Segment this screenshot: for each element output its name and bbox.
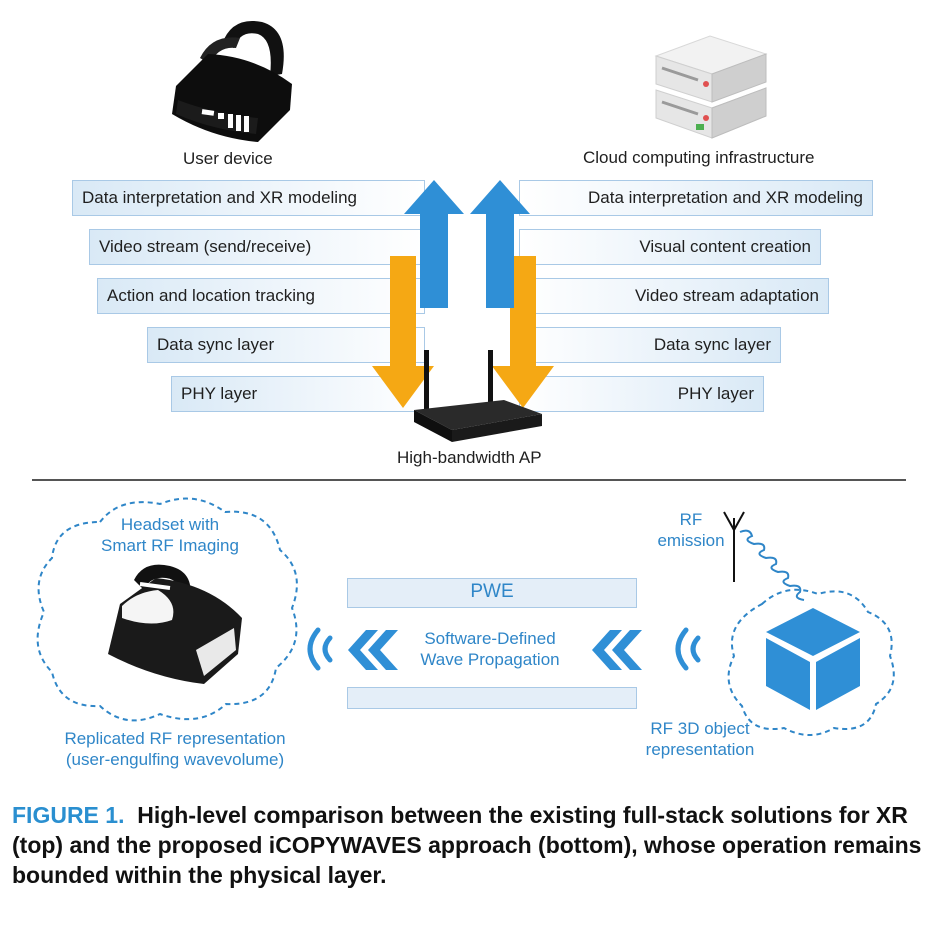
orange-down-arrow-left [372,256,434,408]
orange-down-arrow-right [492,256,554,408]
replicated-rf-line2: (user-engulfing wavevolume) [65,750,285,769]
pwe-bottom-panel [347,687,637,709]
right-layer-label: Data sync layer [653,335,771,354]
right-layer-label: Data interpretation and XR modeling [588,188,863,207]
rf-emission-line2: emission [657,531,725,550]
left-layer-action-tracking: Action and location tracking [97,278,425,314]
right-layer-data-interpretation: Data interpretation and XR modeling [519,180,873,216]
figure-caption-text: High-level comparison between the existi… [12,802,922,888]
right-layer-visual-content: Visual content creation [519,229,821,265]
cloud-infrastructure-label: Cloud computing infrastructure [583,148,815,167]
right-layer-label: Visual content creation [639,237,811,256]
antenna-icon [723,511,805,601]
cube-icon [766,608,860,710]
left-layer-phy: PHY layer [171,376,425,412]
headset-label-line1: Headset with [120,515,220,534]
vr-headset-icon [172,20,292,142]
left-layer-data-interpretation: Data interpretation and XR modeling [72,180,425,216]
left-layer-data-sync: Data sync layer [147,327,425,363]
right-layer-phy: PHY layer [519,376,764,412]
left-layer-label: Data sync layer [157,335,275,354]
left-layer-label: PHY layer [181,384,258,403]
access-point-label: High-bandwidth AP [397,448,542,467]
sdwp-line1: Software-Defined [424,629,556,648]
user-device-label: User device [183,149,273,168]
sdwp-line2: Wave Propagation [420,650,560,669]
stack-arrows [372,180,554,408]
blue-up-arrow-right [470,180,530,308]
router-icon [414,350,542,442]
rf-3d-line2: representation [645,740,755,759]
replicated-rf-line1: Replicated RF representation [64,729,286,748]
double-chevron-left-icon [348,630,398,670]
figure-caption: FIGURE 1. High-level comparison between … [12,800,937,890]
right-layer-label: PHY layer [677,384,754,403]
left-layer-label: Action and location tracking [107,286,315,305]
headset-dashed-cloud [36,497,298,722]
server-icon [654,35,768,139]
pwe-label: PWE [470,581,514,602]
blue-up-arrow-left [404,180,464,308]
rf-emission-label: RF emission [646,509,736,551]
double-chevron-right-icon [592,630,642,670]
wave-icon-left [307,627,333,671]
headset-label-line2: Smart RF Imaging [101,536,239,555]
left-layer-video-stream: Video stream (send/receive) [89,229,425,265]
headset-label: Headset with Smart RF Imaging [95,514,245,556]
right-layer-label: Video stream adaptation [635,286,819,305]
pwe-top-panel [347,578,637,608]
figure-label: FIGURE 1. [12,802,125,828]
right-layer-data-sync: Data sync layer [519,327,781,363]
sdwp-label: Software-Defined Wave Propagation [400,628,580,670]
object-dashed-cloud [727,588,895,736]
left-layer-label: Video stream (send/receive) [99,237,312,256]
section-divider [32,479,906,481]
left-layer-label: Data interpretation and XR modeling [82,188,357,207]
rf-3d-line1: RF 3D object [650,719,750,738]
right-layer-video-adaptation: Video stream adaptation [519,278,829,314]
wave-icon-right [675,627,701,671]
smart-rf-headset-icon [108,564,242,684]
rf-3d-object-label: RF 3D object representation [610,718,790,760]
replicated-rf-label: Replicated RF representation (user-engul… [40,728,310,770]
rf-emission-wave-icon [739,529,805,601]
rf-emission-line1: RF [679,510,703,529]
